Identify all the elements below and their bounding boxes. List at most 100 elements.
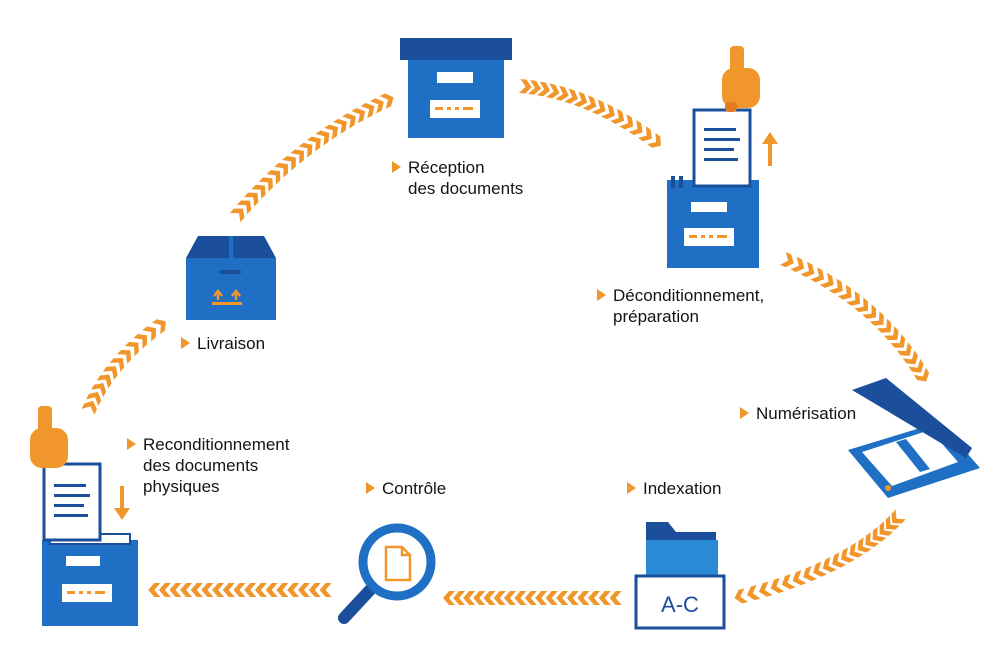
flow-chevron (290, 149, 305, 164)
cardboard-box-icon (186, 236, 276, 320)
scanner-icon (848, 378, 980, 498)
flow-chevron (813, 561, 827, 577)
flow-chevron (315, 130, 330, 146)
flow-chevron (102, 366, 118, 381)
flow-chevron (222, 583, 235, 597)
flow-chevron (546, 83, 560, 99)
flow-chevron (609, 591, 622, 605)
flow-chevron (504, 591, 516, 605)
magnifier-document-icon (338, 523, 436, 624)
flow-chevron (610, 108, 625, 125)
step-label-livraison: Livraison (181, 333, 265, 354)
flow-chevron (908, 358, 924, 373)
flow-chevron (790, 256, 805, 273)
flow-chevron (758, 581, 773, 597)
flow-chevron (306, 136, 321, 152)
flow-chevron (582, 95, 597, 111)
label-marker-icon (597, 289, 606, 301)
flow-chevron (832, 552, 846, 568)
flow-chevron (251, 184, 266, 199)
flow-chevron (885, 515, 900, 530)
flow-chevron (266, 170, 281, 185)
flow-chevron (779, 251, 794, 268)
flow-chevron (628, 120, 643, 136)
flow-chevron (201, 583, 214, 597)
flow-chevron (598, 591, 611, 605)
flow-chevron (527, 80, 541, 95)
flow-chevron (619, 114, 634, 130)
flow-chevron (483, 591, 496, 605)
flow-chevron (254, 583, 267, 597)
flow-chevron (109, 358, 125, 372)
flow-chevron (342, 113, 356, 129)
flow-chevron (840, 547, 855, 563)
flow-chevron (86, 391, 102, 406)
flow-chevron (577, 591, 590, 605)
flow-arrows (81, 79, 930, 605)
flow-chevron (274, 162, 288, 178)
flow-chevron (212, 583, 225, 597)
flow-chevron (566, 591, 579, 605)
flow-chevron (891, 509, 906, 524)
flow-chevron (236, 200, 252, 215)
flow-chevron (133, 334, 148, 349)
flow-chevron (857, 537, 872, 553)
flow-chevron (588, 591, 601, 605)
flow-chevron (370, 98, 384, 114)
flow-chevron (781, 574, 796, 590)
flow-chevron (555, 85, 569, 101)
flow-chevron (287, 583, 300, 597)
flow-chevron (158, 583, 171, 597)
flow-chevron (298, 583, 310, 597)
flow-chevron (180, 583, 193, 597)
flow-chevron (800, 261, 815, 278)
flow-chevron (81, 400, 97, 415)
flow-chevron (545, 591, 558, 605)
flow-chevron (524, 591, 537, 605)
flow-chevron (124, 341, 139, 357)
flow-chevron (463, 591, 476, 605)
flow-chevron (537, 81, 551, 97)
flow-chevron (453, 591, 466, 605)
archive-box-icon (400, 38, 512, 138)
flow-chevron (360, 103, 375, 119)
flow-chevron (265, 583, 278, 597)
flow-chevron (351, 108, 366, 124)
flow-chevron (229, 208, 245, 223)
step-label-numerisation: Numérisation (740, 403, 856, 424)
flow-chevron (514, 591, 527, 605)
flow-chevron (169, 583, 182, 597)
step-label-deconditionnement: Déconditionnement, préparation (597, 285, 764, 327)
flow-chevron (379, 93, 394, 109)
flow-chevron (828, 278, 843, 294)
label-marker-icon (127, 438, 136, 450)
flow-chevron (324, 124, 339, 140)
step-label-indexation: Indexation (627, 478, 721, 499)
step-label-reception: Réception des documents (392, 157, 523, 199)
flow-chevron (151, 319, 166, 335)
step-label-reconditionnement: Reconditionnement des documents physique… (127, 434, 289, 497)
flow-chevron (473, 591, 486, 605)
flow-chevron (535, 591, 548, 605)
flow-chevron (333, 118, 347, 134)
flow-chevron (276, 583, 289, 597)
flow-chevron (190, 583, 203, 597)
label-marker-icon (627, 482, 636, 494)
flow-chevron (734, 588, 748, 604)
flow-chevron (308, 583, 321, 597)
flow-chevron (846, 291, 861, 306)
flow-chevron (142, 326, 157, 342)
step-label-controle: Contrôle (366, 478, 446, 499)
flow-chevron (803, 565, 817, 582)
flow-chevron (148, 583, 161, 597)
flow-chevron (319, 583, 332, 597)
flow-chevron (601, 103, 615, 120)
flow-chevron (890, 334, 906, 348)
flow-chevron (872, 526, 887, 542)
flow-chevron (564, 88, 578, 104)
flow-chevron (865, 532, 880, 548)
flow-chevron (233, 583, 246, 597)
flow-chevron (647, 132, 661, 148)
flow-chevron (746, 585, 761, 601)
flow-chevron (879, 521, 894, 536)
